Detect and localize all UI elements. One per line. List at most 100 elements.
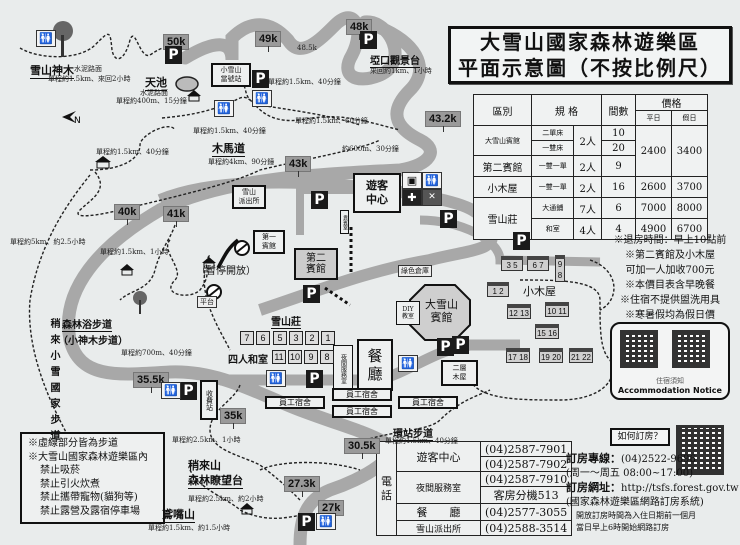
tianchi-label: 天池: [145, 76, 167, 91]
restroom-icon: 🚻: [316, 513, 336, 530]
cabin: 3 5: [501, 256, 523, 271]
parking-icon: P: [360, 31, 377, 49]
cabin: 21 22: [569, 348, 593, 363]
parking-icon: P: [452, 336, 469, 354]
th-price: 價格: [635, 94, 708, 111]
phone-number[interactable]: (04)2577-3055: [479, 503, 573, 521]
th-weekday: 平日: [635, 110, 672, 126]
tianchi-pond: [175, 76, 199, 92]
restroom-icon: 🚻: [161, 382, 181, 399]
restaurant-icon: ✕: [422, 189, 442, 206]
cabin: 17 18: [506, 348, 530, 363]
km-marker-48-5k: 48.5k: [297, 44, 317, 52]
pavilion-icons: [95, 90, 254, 515]
th-rooms: 間數: [601, 94, 636, 126]
room: 10: [288, 350, 302, 364]
vip-room: 貴賓室: [340, 210, 349, 234]
km-marker-40k: 40k: [114, 204, 141, 225]
th-holiday: 假日: [671, 110, 708, 126]
room: 3: [289, 331, 303, 345]
km-marker-43k: 43k: [285, 156, 312, 177]
phone-number[interactable]: (04)2587-7902: [479, 456, 573, 472]
km-marker-30-5k: 30.5k: [344, 438, 380, 459]
qr-code-icon[interactable]: [672, 330, 710, 368]
phone-number[interactable]: (04)2587-7901: [479, 441, 573, 457]
cabin: 9 8: [555, 255, 565, 282]
parking-icon: P: [298, 513, 315, 531]
km-marker-27-3k: 27.3k: [284, 476, 320, 497]
table-row: 雪山莊 大通鋪 7人 6 7000 8000: [473, 197, 708, 240]
km-marker-35-5k: 35.5k: [133, 372, 169, 393]
staff-dorm: 員工宿舍: [332, 388, 392, 401]
room: 6: [256, 331, 270, 345]
parking-icon: P: [165, 46, 182, 64]
table-row: 小木屋 一雙一單 2人 16 2600 3700: [473, 176, 708, 198]
yakou-label: 埡口觀景台: [370, 52, 420, 68]
cabin: 10 11: [545, 302, 569, 317]
th-spec: 規 格: [531, 94, 602, 126]
yuanzuishan-label: 鳶嘴山: [162, 508, 195, 523]
price-table: 區別 規 格 間數 價格 平日 假日 大雪山賓館 二單床 2人 10 2400 …: [473, 94, 708, 240]
shenmu-label: 雪山神木: [30, 64, 74, 79]
room: 5: [273, 331, 287, 345]
booking-hotline[interactable]: (04)2522-9696: [621, 454, 696, 465]
shaolai-trail-label: 稍來小雪國家步道: [48, 318, 59, 446]
km-marker-35k: 35k: [220, 408, 247, 429]
staff-dorm: 員工宿舍: [265, 396, 325, 409]
platform-label: 平台: [197, 296, 217, 308]
title-line-1: 大雪山國家森林遊樂區: [480, 30, 700, 54]
title-line-2: 平面示意圖（不按比例尺）: [458, 56, 722, 80]
first-aid-icon: ✚: [402, 189, 422, 206]
diy-classroom: DIY 教室: [396, 301, 420, 325]
cabin: 15 16: [535, 324, 559, 339]
park-rules-box: ※虛線部分皆為步道 ※大雪山國家森林遊樂區內 禁止吸菸 禁止引火炊煮 禁止攜帶寵…: [20, 432, 165, 524]
staff-dorm: 員工宿舍: [332, 405, 392, 418]
room: 11: [272, 350, 286, 364]
room: 8: [320, 350, 334, 364]
table-row: 和室 4人 4 4900 6700: [474, 218, 708, 240]
table-row: 第二賓館 一雙一單 2人 9: [473, 155, 708, 177]
booking-url-link[interactable]: http://tsfs.forest.gov.tw: [621, 483, 739, 494]
restroom-icon: 🚻: [398, 355, 418, 372]
main-lodge-shape: [409, 284, 471, 341]
parking-icon: P: [311, 191, 328, 209]
visitor-center: 遊客 中心: [353, 173, 401, 213]
shaolaishan-label: 稍來山 森林瞭望台: [188, 459, 243, 489]
closed-trail-label: （暫停開放）: [196, 266, 256, 277]
gift-shop-icon: ▣: [402, 172, 422, 189]
parking-icon: P: [252, 70, 269, 88]
booking-qr-code-icon[interactable]: [676, 425, 724, 475]
phone-number[interactable]: (04)2587-7910: [479, 471, 573, 487]
two-story-cabin: 二層 木屋: [441, 360, 478, 386]
restroom-icon: 🚻: [214, 100, 234, 117]
cabin: 12 13: [507, 304, 531, 319]
how-to-book-label: 如何訂房？: [610, 428, 670, 446]
room: 1: [321, 331, 335, 345]
parking-icon: P: [437, 338, 454, 356]
km-marker-41k: 41k: [163, 206, 190, 227]
green-warehouse-label: 綠色倉庫: [398, 265, 432, 277]
loop-trail-label: 環站步道: [393, 425, 433, 441]
toll-booth: 收費站: [200, 380, 218, 420]
phone-category: 電話: [376, 441, 397, 536]
main-lodge: 大雪山 賓館: [425, 298, 458, 324]
staff-dorm: 員工宿舍: [398, 396, 458, 409]
shenmu-tree: [53, 21, 73, 41]
phone-number[interactable]: (04)2588-3514: [479, 520, 573, 536]
first-lodge: 第一 賓館: [253, 230, 285, 254]
four-person-room-label: 四人和室: [228, 355, 268, 366]
lodging-notes: ※退房時間：早上10點前 ※第二賓館及小木屋 可加一人加收700元 ※本價目表含…: [613, 235, 727, 321]
restroom-icon: 🚻: [266, 370, 286, 387]
qr-code-icon[interactable]: [620, 330, 658, 368]
restroom-icon: 🚻: [252, 90, 272, 107]
svg-text:N: N: [74, 116, 81, 126]
table-row: 大雪山賓館 二單床 2人 10 2400 3400: [473, 125, 708, 177]
accommodation-notice-box[interactable]: 住宿須知 Accommodation Notice: [610, 322, 730, 400]
km-marker-27k: 27k: [318, 500, 345, 521]
forest-bath-trail-label: 森林浴步道: [62, 316, 112, 332]
th-area: 區別: [473, 94, 532, 126]
restroom-icon: 🚻: [36, 30, 56, 47]
cabin: 19 20: [539, 348, 563, 363]
xueshan-lodge-label: 雪山莊: [271, 313, 301, 329]
km-marker-49k: 49k: [255, 31, 282, 52]
